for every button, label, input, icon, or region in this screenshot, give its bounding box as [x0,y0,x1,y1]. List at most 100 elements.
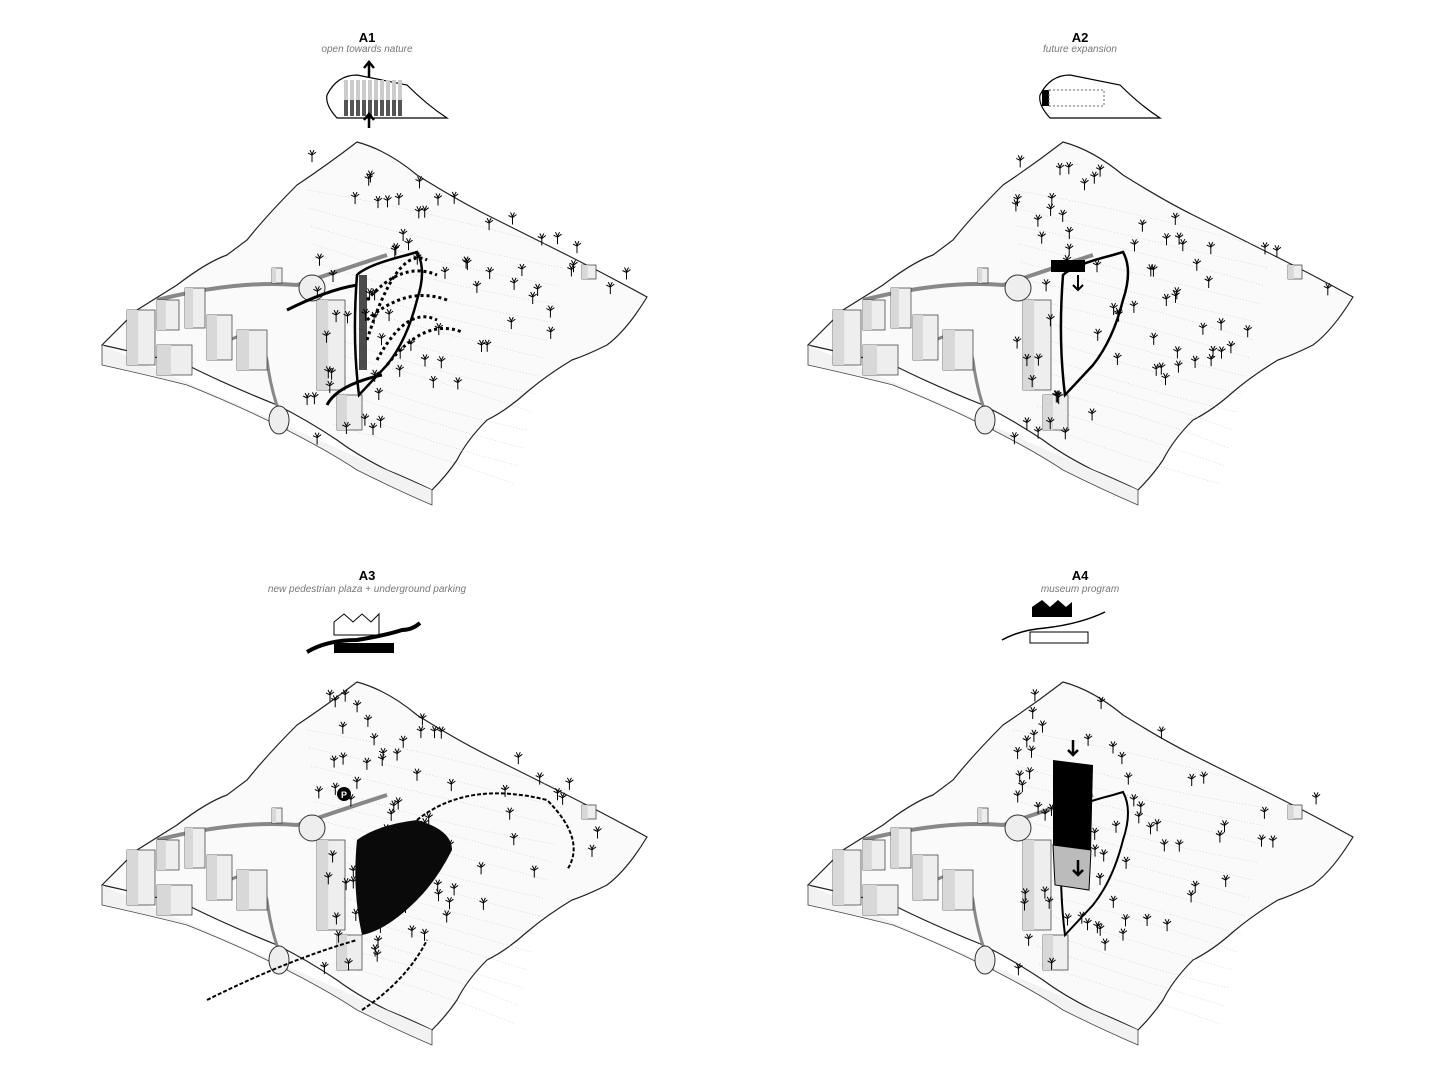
arrow-up-icon [363,60,375,78]
round-building [268,405,290,435]
round-building [268,945,290,975]
canopy [1040,886,1050,893]
canopy [1063,913,1072,920]
canopy [553,787,562,794]
canopy [324,366,333,372]
building-shade [1288,805,1294,819]
tree-icon [514,752,523,765]
canopy [1093,920,1102,927]
canopy [325,689,335,696]
canopy [1208,345,1218,352]
tree-icon [476,862,486,875]
tree-icon [1171,290,1180,303]
tree-icon [1095,872,1105,885]
tree-icon [1045,417,1055,430]
canopy [508,212,517,219]
tree-icon [1217,346,1226,359]
arrow-down-icon [1072,275,1084,292]
canopy [1149,332,1159,339]
canopy [434,888,443,895]
diagram-group [806,600,1354,1046]
canopy [370,369,380,376]
canopy [416,725,426,732]
tree-icon [1010,432,1019,445]
bar [374,80,378,102]
tree-icon [390,244,400,257]
tree-icon [1033,801,1043,814]
tree-icon [1047,192,1057,206]
tree-icon [433,193,443,206]
tree-icon [1162,918,1172,932]
canopy [1130,239,1139,245]
arrow-up-icon [363,112,375,128]
canopy [1090,827,1100,834]
canopy [593,826,602,833]
tree-icon [368,422,378,435]
pictogram [1039,74,1163,119]
tree-icon [328,269,338,282]
expansion-zone [1048,89,1105,107]
tree-icon [1208,345,1218,358]
tree-icon [1118,928,1128,941]
panel-a4: A4 museum program [720,540,1440,1080]
tree-icon [1149,264,1158,277]
canopy [1190,355,1200,362]
bar [386,100,390,116]
tree-icon [398,228,408,241]
tree-icon [363,714,373,727]
canopy [315,253,324,260]
tree-icon [1063,913,1072,926]
canopy [449,883,459,889]
tree-icon [449,191,459,204]
tree-icon [328,850,337,863]
tree-icon [372,949,382,962]
site-axonometric-a4 [806,600,1354,1046]
building-shade [1043,935,1053,970]
building-shade [978,808,982,823]
canopy [1093,328,1103,335]
bar [368,100,372,116]
tree-icon [1260,242,1270,255]
tree-icon [1192,258,1202,271]
site-outline [1039,74,1163,119]
canopy [1033,214,1043,221]
tree-icon [1018,779,1027,793]
canopy [453,377,463,384]
canopy [565,777,574,784]
canopy [1055,162,1065,169]
canopy [437,726,446,733]
diagram-group [100,60,648,506]
canopy [1109,895,1118,902]
contour-line [308,747,564,809]
canopy [376,415,385,422]
canopy [1012,336,1022,343]
tree-icon [1323,283,1333,296]
canopy [1022,735,1032,742]
parking-label: P [341,790,347,800]
tree-icon [485,266,495,280]
pictogram [1001,600,1106,644]
canopy [1323,283,1333,289]
path-arrow [365,269,438,301]
tree-icon [1134,811,1144,824]
tree-icon [1124,772,1133,785]
building-shade [833,850,845,905]
canopy [1161,372,1170,379]
tree-icon [1206,241,1216,255]
tree-icon [1157,726,1166,739]
tree-icon [1129,300,1139,313]
canopy [567,264,576,271]
tree-icon [1015,770,1025,783]
canopy [1083,917,1092,924]
tree-icon [1054,391,1064,405]
canopy [606,281,615,288]
contour-line [1024,297,1250,359]
canopy [392,748,402,755]
bar [350,80,354,102]
canopy [1215,830,1225,837]
tree-icon [1113,352,1122,365]
tree-icon [338,752,348,765]
canopy [447,778,456,785]
canopy [587,844,597,851]
tree-icon [1142,913,1152,926]
